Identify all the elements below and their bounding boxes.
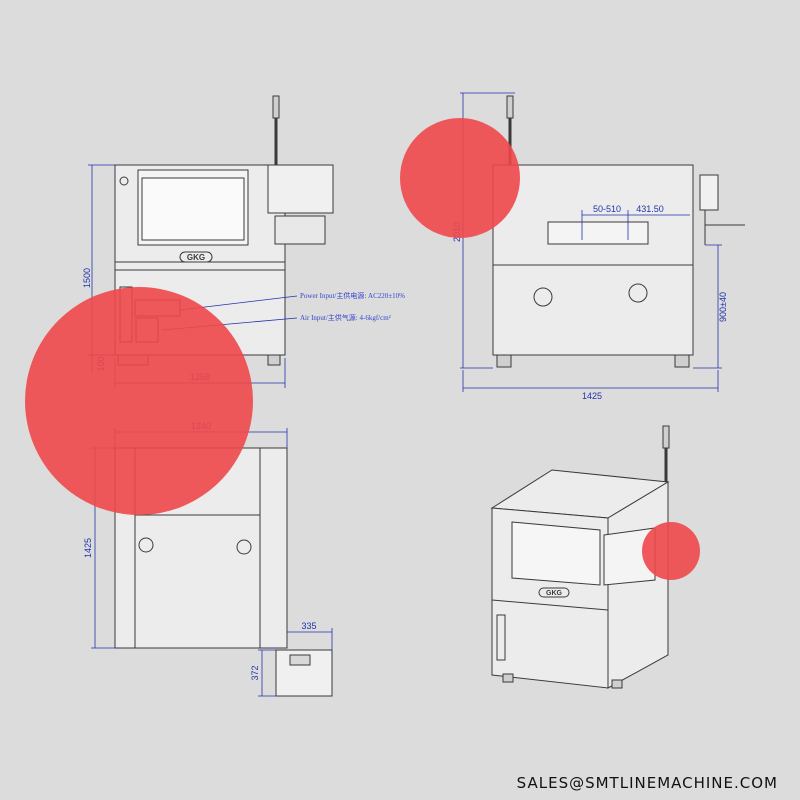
svg-text:GKG: GKG bbox=[187, 253, 205, 262]
top-ext-depth-dim: 372 bbox=[250, 665, 260, 680]
sales-email[interactable]: SALES@SMTLINEMACHINE.COM bbox=[516, 774, 778, 792]
side-offset-label: 431.50 bbox=[636, 204, 664, 214]
power-input-callout: Power Input/主供电源: AC220±10% bbox=[300, 291, 405, 300]
highlight-circles bbox=[25, 118, 700, 580]
highlight-circle-iso bbox=[642, 522, 700, 580]
side-range-label: 50-510 bbox=[593, 204, 621, 214]
isometric-view bbox=[490, 425, 670, 689]
svg-text:GKG: GKG bbox=[546, 590, 563, 597]
front-brand-logo: GKG bbox=[179, 251, 213, 263]
iso-brand-logo: GKG bbox=[538, 587, 570, 598]
air-input-callout: Air Input/主供气源: 4-6kgf/cm² bbox=[300, 313, 391, 322]
highlight-circle-front bbox=[25, 287, 253, 515]
side-width-dim: 1425 bbox=[582, 391, 602, 401]
side-table-dim: 900±40 bbox=[718, 292, 728, 322]
front-height-dim: 1500 bbox=[82, 268, 92, 288]
top-depth-dim: 1425 bbox=[83, 538, 93, 558]
side-view bbox=[492, 95, 745, 368]
top-ext-width-dim: 335 bbox=[301, 621, 316, 631]
highlight-circle-side bbox=[400, 118, 520, 238]
